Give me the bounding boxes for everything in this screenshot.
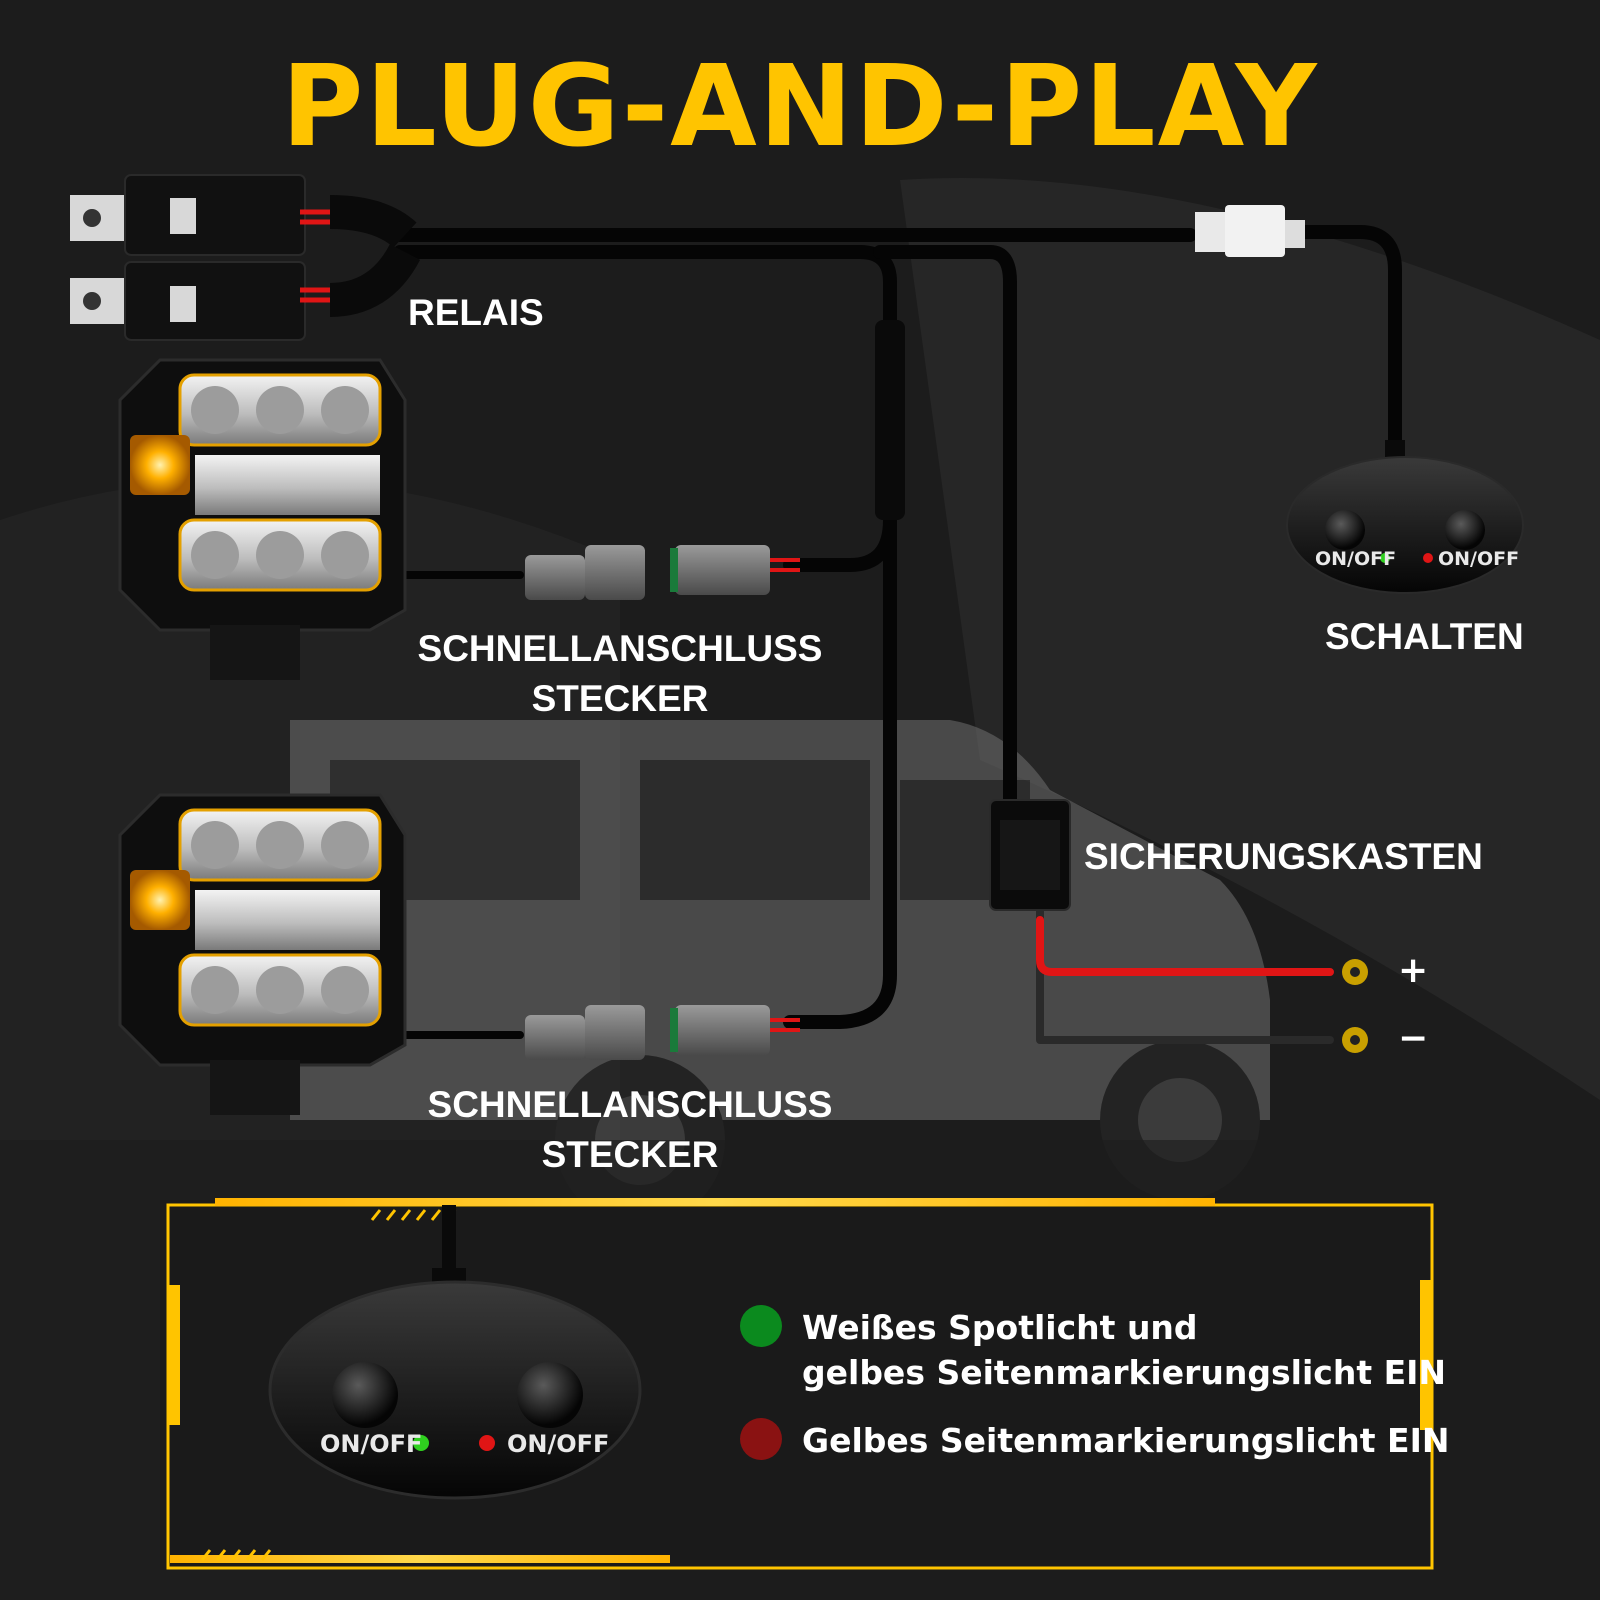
wire-sleeve [875, 320, 905, 520]
fusebox-label: SICHERUNGSKASTEN [1084, 836, 1483, 877]
connector-bottom-label: SCHNELLANSCHLUSS STECKER [427, 1084, 833, 1175]
legend-line: Weißes Spotlicht und [802, 1308, 1198, 1347]
positive-terminal-label: + [1398, 950, 1429, 991]
quick-connector-bottom-icon [525, 1005, 800, 1060]
fusebox-icon [989, 799, 1071, 911]
green-indicator-dot [740, 1305, 782, 1347]
red-indicator-dot [740, 1418, 782, 1460]
negative-terminal [1342, 1027, 1368, 1053]
light-pod-bottom-icon [118, 793, 407, 1115]
positive-wire [1036, 916, 1334, 976]
legend-switch-left-label: ON/OFF [320, 1430, 423, 1458]
legend-switch-right-label: ON/OFF [507, 1430, 610, 1458]
negative-terminal-label: − [1398, 1018, 1429, 1059]
legend-switch-icon [268, 1205, 642, 1500]
legend-line: Gelbes Seitenmarkierungslicht EIN [802, 1421, 1450, 1460]
light-pod-top-icon [118, 358, 407, 680]
quick-connector-top-icon [525, 545, 800, 600]
switch-right-label: ON/OFF [1438, 548, 1520, 570]
switch-icon [1286, 440, 1524, 594]
positive-terminal [1342, 959, 1368, 985]
legend-item-white-yellow: Weißes Spotlicht und gelbes Seitenmarkie… [740, 1305, 1446, 1395]
relay-label: RELAIS [408, 292, 544, 333]
switch-left-label: ON/OFF [1315, 548, 1397, 570]
switch-label: SCHALTEN [1325, 616, 1524, 657]
legend-item-yellow: Gelbes Seitenmarkierungslicht EIN [740, 1418, 1450, 1463]
switch-connector-icon [1195, 205, 1305, 257]
connector-top-label: SCHNELLANSCHLUSS STECKER [417, 628, 823, 719]
legend-line: gelbes Seitenmarkierungslicht EIN [802, 1353, 1447, 1392]
page-title: PLUG-AND-PLAY [281, 42, 1319, 172]
relay-icon [70, 174, 421, 341]
